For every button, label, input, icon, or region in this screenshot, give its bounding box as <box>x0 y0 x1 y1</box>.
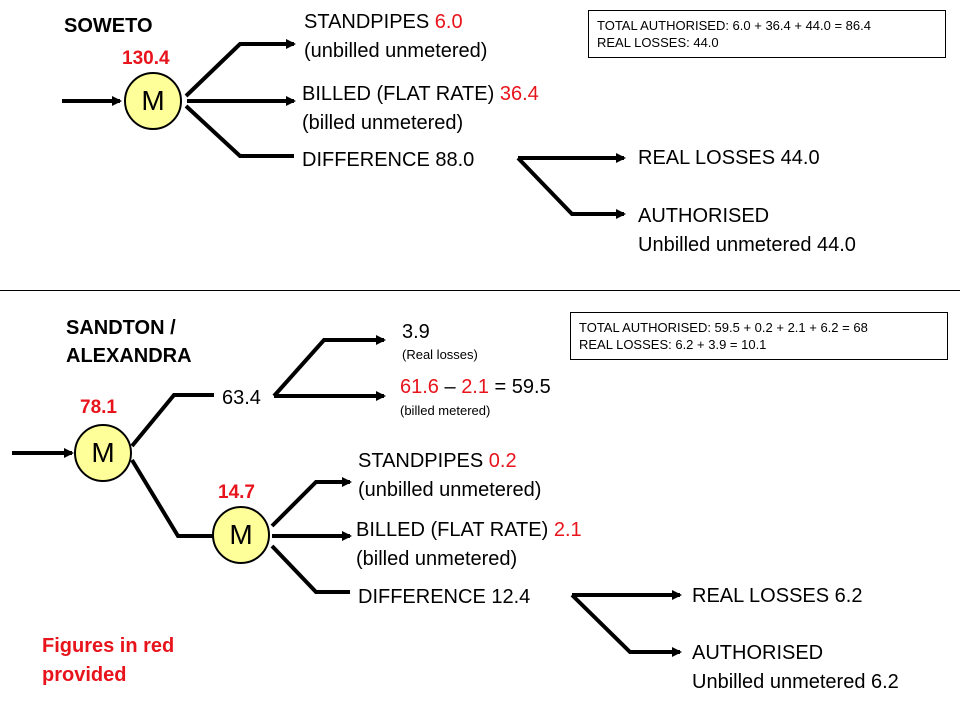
soweto-authorised-sub: Unbilled unmetered 44.0 <box>638 234 856 256</box>
sub-to-difference <box>270 544 350 594</box>
sandton-meter: M <box>74 424 132 482</box>
sandton-input-value: 78.1 <box>80 397 117 418</box>
soweto-summary-total: TOTAL AUTHORISED: 6.0 + 36.4 + 44.0 = 86… <box>597 18 871 33</box>
soweto-billed-label: BILLED (FLAT RATE) <box>302 83 500 105</box>
sandton-title-line1: SANDTON / <box>66 317 176 339</box>
soweto-summary-losses: REAL LOSSES: 44.0 <box>597 35 719 50</box>
sandton-to-63 <box>130 393 214 448</box>
sandton-standpipes: STANDPIPES 0.2 <box>358 449 517 473</box>
soweto-billed-sub: (billed unmetered) <box>302 112 464 134</box>
sandton-standpipes-label: STANDPIPES <box>358 450 489 472</box>
sandton-standpipes-value: 0.2 <box>488 450 517 472</box>
sandton-authorised: AUTHORISED <box>692 642 824 664</box>
soweto-diff-to-authorised <box>516 156 626 219</box>
sandton-metered-b: 2.1 <box>461 376 489 398</box>
soweto-to-difference <box>184 104 294 158</box>
section-divider <box>0 290 960 291</box>
sandton-real-losses: REAL LOSSES 6.2 <box>692 585 863 607</box>
soweto-billed-value: 36.4 <box>499 83 539 105</box>
soweto-billed: BILLED (FLAT RATE) 36.4 <box>302 82 539 106</box>
sandton-metered-a: 61.6 <box>400 376 439 398</box>
soweto-standpipes-sub: (unbilled unmetered) <box>304 40 488 62</box>
soweto-standpipes-label: STANDPIPES <box>304 11 435 33</box>
sandton-metered-result: = 59.5 <box>489 376 551 398</box>
sandton-billed-label: BILLED (FLAT RATE) <box>356 519 554 541</box>
footnote-line2: provided <box>42 664 127 686</box>
sandton-real-losses-label: (Real losses) <box>402 347 478 362</box>
sub-meter: M <box>212 506 270 564</box>
soweto-meter: M <box>124 72 182 130</box>
soweto-input-value: 130.4 <box>122 48 170 69</box>
sub-to-standpipes <box>270 477 352 528</box>
soweto-standpipes: STANDPIPES 6.0 <box>304 10 463 34</box>
sandton-difference: DIFFERENCE 12.4 <box>358 586 531 608</box>
footnote-line1: Figures in red <box>42 635 175 657</box>
sandton-metered-label: (billed metered) <box>400 403 491 418</box>
sandton-branch-value: 63.4 <box>222 387 261 409</box>
soweto-summary-box: TOTAL AUTHORISED: 6.0 + 36.4 + 44.0 = 86… <box>588 10 946 58</box>
soweto-authorised: AUTHORISED <box>638 205 770 227</box>
sandton-standpipes-sub: (unbilled unmetered) <box>358 479 542 501</box>
sandton-63-to-real-losses <box>272 335 386 398</box>
sandton-summary-box: TOTAL AUTHORISED: 59.5 + 0.2 + 2.1 + 6.2… <box>570 312 948 360</box>
sandton-metered-calc: 61.6 – 2.1 = 59.5 <box>400 375 551 399</box>
soweto-to-standpipes <box>184 39 296 98</box>
sandton-metered-sep: – <box>438 376 462 398</box>
sandton-authorised-sub: Unbilled unmetered 6.2 <box>692 671 899 693</box>
soweto-real-losses: REAL LOSSES 44.0 <box>638 147 820 169</box>
sandton-billed-sub: (billed unmetered) <box>356 548 518 570</box>
sandton-billed: BILLED (FLAT RATE) 2.1 <box>356 518 582 542</box>
soweto-difference: DIFFERENCE 88.0 <box>302 149 475 171</box>
sandton-title-line2: ALEXANDRA <box>66 345 192 367</box>
sandton-billed-value: 2.1 <box>553 519 582 541</box>
soweto-title: SOWETO <box>64 15 153 37</box>
sandton-to-sub-meter <box>130 458 214 538</box>
soweto-standpipes-value: 6.0 <box>434 11 463 33</box>
sub-diff-to-authorised <box>570 593 682 657</box>
sandton-real-losses-value: 3.9 <box>402 321 430 343</box>
sub-input-value: 14.7 <box>218 482 255 503</box>
sandton-summary-total: TOTAL AUTHORISED: 59.5 + 0.2 + 2.1 + 6.2… <box>579 320 868 335</box>
sandton-summary-losses: REAL LOSSES: 6.2 + 3.9 = 10.1 <box>579 337 767 352</box>
